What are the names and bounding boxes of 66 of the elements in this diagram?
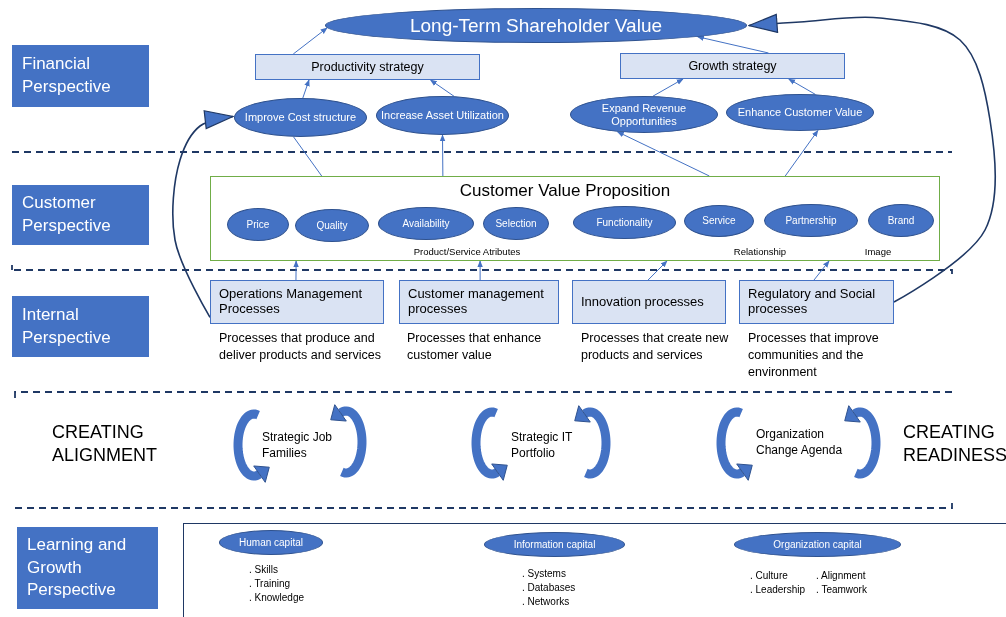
arrow <box>172 110 234 319</box>
description-text: Processes that produce and deliver products and services <box>219 330 382 364</box>
group-label: Product/Service Atributes <box>413 246 521 258</box>
perspective-box: Internal Perspective <box>12 296 149 357</box>
process-box: Innovation processes <box>572 280 726 324</box>
objective-ellipse: Expand Revenue Opportunities <box>570 96 718 133</box>
process-box: Regulatory and Social processes <box>739 280 894 324</box>
list-item: . Culture <box>750 570 788 581</box>
objective-ellipse: Enhance Customer Value <box>726 94 874 131</box>
perspective-box: Financial Perspective <box>12 45 149 107</box>
arrow <box>748 13 997 303</box>
attribute-ellipse: Quality <box>295 209 369 242</box>
attribute-ellipse: Functionality <box>573 206 676 239</box>
cycle-label: Organization Change Agenda <box>756 427 844 459</box>
list-item: . Knowledge <box>249 592 305 603</box>
arrow <box>788 78 816 95</box>
objective-ellipse: Increase Asset Utilization <box>376 96 509 135</box>
goal-ellipse: Long-Term Shareholder Value <box>325 8 747 43</box>
arrow <box>784 129 819 177</box>
arrow <box>652 78 684 97</box>
arrow <box>647 260 668 281</box>
list-item: . Leadership <box>750 584 806 595</box>
attribute-ellipse: Price <box>227 208 289 241</box>
side-heading: CREATING READINESS <box>903 421 1006 468</box>
perspective-box: Learning and Growth Perspective <box>17 527 158 609</box>
objective-ellipse: Improve Cost structure <box>234 98 367 137</box>
list-item: . Databases <box>522 582 576 593</box>
description-text: Processes that create new products and services <box>581 330 730 364</box>
strategy-box: Productivity strategy <box>255 54 480 80</box>
capital-ellipse: Organization capital <box>734 532 901 557</box>
arrow <box>292 27 328 55</box>
description-text: Processes that improve communities and the environment <box>748 330 880 381</box>
list-item: . Training <box>249 578 291 589</box>
value-proposition-box <box>210 176 940 261</box>
list-item: . Systems <box>522 568 566 579</box>
attribute-ellipse: Partnership <box>764 204 858 237</box>
group-label: Image <box>864 246 892 258</box>
arrow <box>293 260 299 281</box>
group-label: Relationship <box>733 246 787 258</box>
panel-title: Customer Value Proposition <box>459 181 671 201</box>
arrow <box>616 131 710 177</box>
arrow <box>477 260 483 281</box>
description-text: Processes that enhance customer value <box>407 330 543 364</box>
strategy-box: Growth strategy <box>620 53 845 79</box>
process-box: Customer management processes <box>399 280 559 324</box>
attribute-ellipse: Selection <box>483 207 549 240</box>
side-heading: CREATING ALIGNMENT <box>52 421 158 468</box>
cycle-label: Strategic Job Families <box>262 430 334 462</box>
list-item: . Alignment <box>816 570 866 581</box>
list-item: . Skills <box>249 564 278 575</box>
capital-ellipse: Human capital <box>219 530 323 555</box>
arrow <box>696 35 769 54</box>
capital-ellipse: Information capital <box>484 532 625 557</box>
arrow <box>439 134 446 177</box>
capital-panel <box>183 523 1006 617</box>
arrow <box>429 79 455 97</box>
process-box: Operations Management Processes <box>210 280 384 324</box>
attribute-ellipse: Service <box>684 205 754 237</box>
attribute-ellipse: Availability <box>378 207 474 240</box>
arrow <box>813 260 830 281</box>
list-item: . Teamwork <box>816 584 867 595</box>
attribute-ellipse: Brand <box>868 204 934 237</box>
cycle-label: Strategic IT Portfolio <box>511 430 574 462</box>
perspective-box: Customer Perspective <box>12 185 149 245</box>
arrow <box>302 79 310 99</box>
list-item: . Networks <box>522 596 570 607</box>
